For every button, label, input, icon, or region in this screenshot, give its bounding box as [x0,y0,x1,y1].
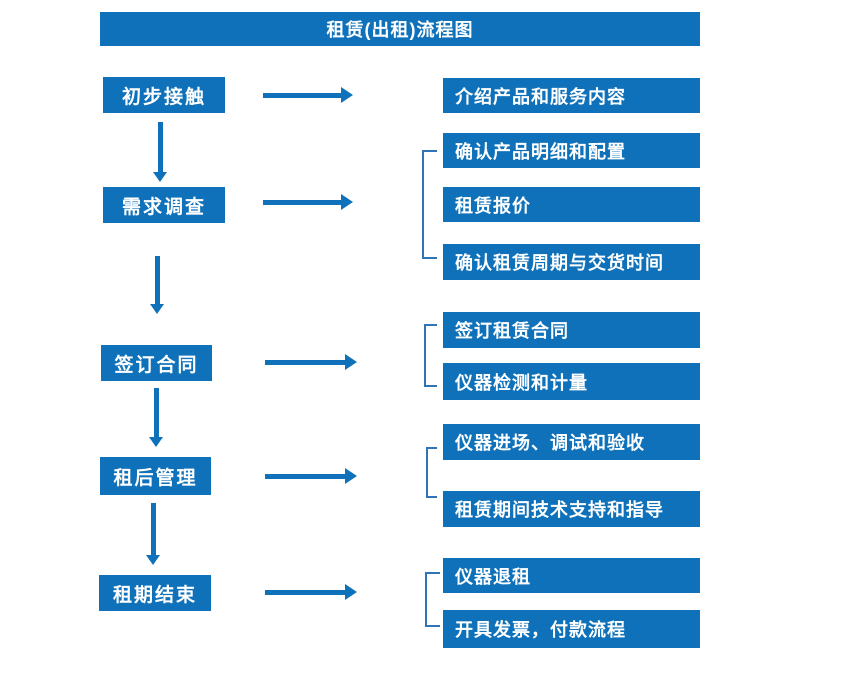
detail-box-confirm-rental-period: 确认租赁周期与交货时间 [443,244,700,280]
right-arrow-icon-1 [263,87,353,103]
down-arrow-head [149,437,163,447]
right-arrow-head [345,354,357,370]
down-arrow-bar [157,122,163,172]
detail-box-intro-products-services: 介绍产品和服务内容 [443,78,700,113]
down-arrow-icon-4 [146,503,160,565]
down-arrow-bar [153,388,159,437]
down-arrow-head [153,172,167,182]
stage-box-initial-contact: 初步接触 [103,77,225,113]
detail-box-sign-rental-contract: 签订租赁合同 [443,312,700,348]
detail-box-rental-quote: 租赁报价 [443,187,700,222]
group-bracket-demand-survey [422,150,437,259]
down-arrow-icon-1 [153,122,167,182]
right-arrow-head [345,584,357,600]
detail-box-instrument-return: 仪器退租 [443,558,700,593]
stage-box-rental-end: 租期结束 [99,575,211,611]
group-bracket-sign-contract [424,324,437,387]
down-arrow-icon-2 [150,256,164,314]
right-arrow-icon-4 [265,468,357,484]
stage-box-sign-contract: 签订合同 [101,345,212,381]
down-arrow-bar [154,256,160,304]
group-bracket-rental-end [425,572,440,627]
right-arrow-head [341,194,353,210]
right-arrow-bar [263,199,341,205]
right-arrow-icon-5 [265,584,357,600]
right-arrow-head [341,87,353,103]
right-arrow-bar [265,473,345,479]
right-arrow-bar [265,589,345,595]
down-arrow-head [146,555,160,565]
detail-box-invoice-payment: 开具发票，付款流程 [443,610,700,648]
stage-box-post-rental-management: 租后管理 [100,457,211,495]
right-arrow-head [345,468,357,484]
down-arrow-bar [150,503,156,555]
stage-box-demand-survey: 需求调查 [103,187,225,223]
down-arrow-icon-3 [149,388,163,447]
detail-box-instrument-testing: 仪器检测和计量 [443,363,700,400]
detail-box-instrument-setup-acceptance: 仪器进场、调试和验收 [443,424,700,460]
right-arrow-icon-3 [265,354,357,370]
right-arrow-bar [265,359,345,365]
right-arrow-icon-2 [263,194,353,210]
down-arrow-head [150,304,164,314]
right-arrow-bar [263,92,341,98]
group-bracket-post-rental [426,447,437,498]
detail-box-tech-support: 租赁期间技术支持和指导 [443,491,700,527]
page-title: 租赁(出租)流程图 [100,12,700,46]
detail-box-confirm-product-details: 确认产品明细和配置 [443,133,700,168]
